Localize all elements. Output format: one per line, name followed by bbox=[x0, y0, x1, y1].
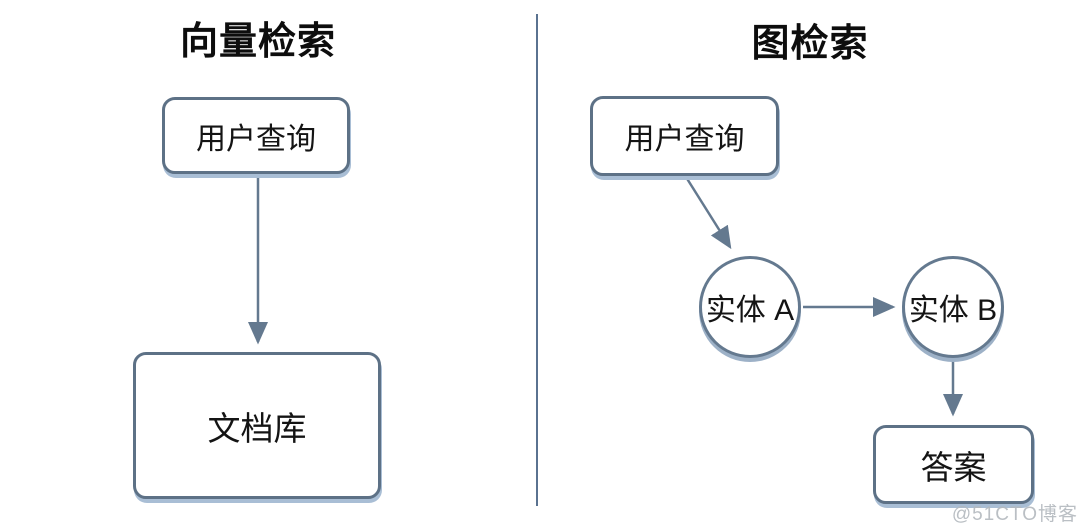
left-panel-title: 向量检索 bbox=[179, 21, 336, 63]
node-right-user-query-label: 用户查询 bbox=[624, 123, 745, 156]
node-answer-label: 答案 bbox=[920, 448, 987, 486]
node-left-user-query-label: 用户查询 bbox=[196, 122, 316, 156]
node-answer: 答案 bbox=[873, 425, 1034, 504]
node-entity-a-label: 实体 A bbox=[705, 294, 795, 327]
right-panel-title: 图检索 bbox=[751, 23, 869, 65]
node-entity-b-label: 实体 B bbox=[908, 294, 998, 327]
node-left-user-query: 用户查询 bbox=[162, 97, 350, 174]
node-doc-store: 文档库 bbox=[133, 352, 381, 499]
node-entity-a: 实体 A bbox=[699, 256, 801, 358]
edge-userquery-entitya bbox=[684, 176, 732, 250]
node-entity-b: 实体 B bbox=[902, 256, 1004, 358]
panel-divider bbox=[536, 14, 538, 506]
node-right-user-query: 用户查询 bbox=[590, 96, 779, 176]
watermark: @51CTO博客 bbox=[951, 504, 1078, 525]
node-doc-store-label: 文档库 bbox=[207, 409, 307, 447]
